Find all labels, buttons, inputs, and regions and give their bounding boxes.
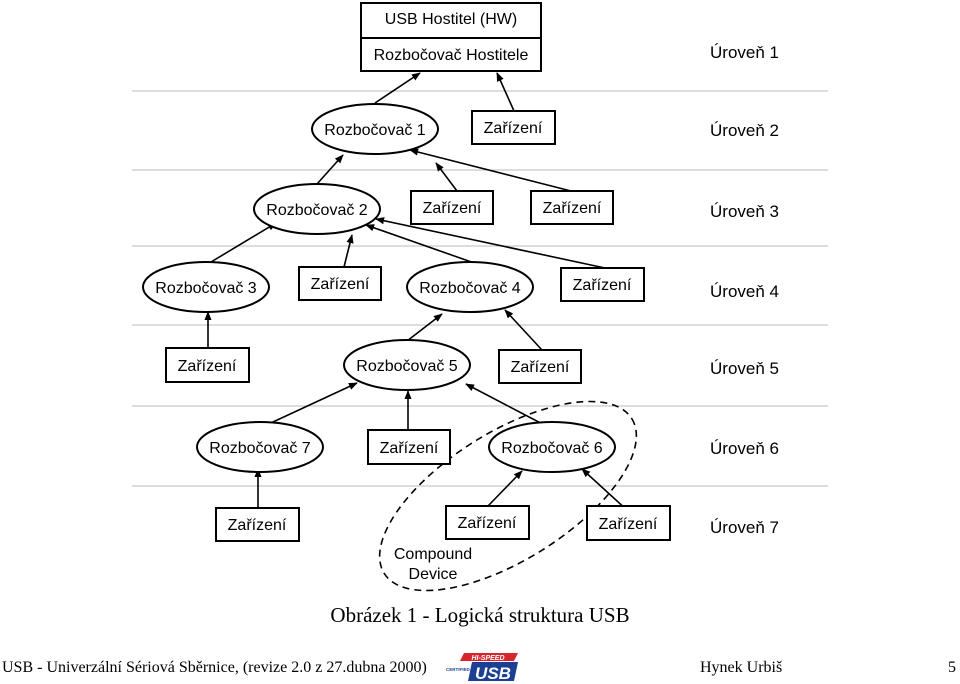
compound-device-outline	[378, 400, 638, 592]
figure-caption: Obrázek 1 - Logická struktura USB	[330, 603, 630, 627]
footer-document-title: USB - Univerzální Sériová Sběrnice, (rev…	[2, 659, 427, 676]
svg-text:Rozbočovač 5: Rozbočovač 5	[356, 358, 457, 375]
svg-text:Rozbočovač 6: Rozbočovač 6	[501, 440, 602, 457]
footer-page-number: 5	[948, 659, 956, 676]
device-l5-a: Zařízení	[165, 347, 250, 383]
logo-hi-speed: HI-SPEED	[471, 655, 504, 662]
level-3-label: Úroveň 3	[710, 202, 779, 221]
level-4-label: Úroveň 4	[710, 282, 779, 301]
logo-certified: CERTIFIED	[446, 667, 471, 672]
host-title: USB Hostitel (HW)	[385, 11, 517, 28]
host-box: USB Hostitel (HW) Rozbočovač Hostitele	[360, 2, 542, 72]
hub-3: Rozbočovač 3	[142, 261, 270, 313]
svg-text:Rozbočovač 2: Rozbočovač 2	[266, 202, 367, 219]
level-5-label: Úroveň 5	[710, 359, 779, 378]
svg-text:Zařízení: Zařízení	[599, 516, 658, 533]
device-l7-a: Zařízení	[215, 507, 300, 542]
usb-topology-diagram: Úroveň 1 Úroveň 2 Úroveň 3 Úroveň 4 Úrov…	[132, 2, 828, 592]
usb-certified-logo: HI-SPEED CERTIFIED USB	[444, 650, 520, 682]
hub-4: Rozbočovač 4	[406, 261, 534, 313]
svg-text:Zařízení: Zařízení	[543, 200, 602, 217]
level-6-label: Úroveň 6	[710, 439, 779, 458]
compound-device-label-2: Device	[409, 566, 458, 583]
level-7-label: Úroveň 7	[710, 518, 779, 537]
level-2-label: Úroveň 2	[710, 121, 779, 140]
svg-text:Zařízení: Zařízení	[228, 517, 287, 534]
device-l7-c: Zařízení	[586, 505, 671, 541]
device-l3-b: Zařízení	[530, 190, 614, 225]
level-1-label: Úroveň 1	[710, 43, 779, 62]
svg-text:Rozbočovač 7: Rozbočovač 7	[209, 440, 310, 457]
compound-device-label-1: Compound	[394, 546, 472, 563]
host-root-hub: Rozbočovač Hostitele	[374, 47, 529, 64]
footer-author: Hynek Urbiš	[700, 659, 783, 676]
svg-text:Rozbočovač 1: Rozbočovač 1	[324, 122, 425, 139]
hub-7: Rozbočovač 7	[196, 421, 324, 473]
level-separators	[132, 90, 828, 487]
device-l4-a: Zařízení	[298, 266, 382, 301]
hub-5: Rozbočovač 5	[343, 339, 471, 391]
svg-text:Zařízení: Zařízení	[573, 277, 632, 294]
device-l2: Zařízení	[471, 110, 556, 145]
svg-text:Zařízení: Zařízení	[178, 358, 237, 375]
svg-text:Zařízení: Zařízení	[423, 200, 482, 217]
hub-1: Rozbočovač 1	[311, 103, 439, 155]
svg-text:Zařízení: Zařízení	[380, 440, 439, 457]
hub-6: Rozbočovač 6	[488, 421, 616, 473]
svg-text:Rozbočovač 3: Rozbočovač 3	[155, 280, 256, 297]
svg-text:Zařízení: Zařízení	[311, 276, 370, 293]
page-footer: USB - Univerzální Sériová Sběrnice, (rev…	[0, 650, 960, 682]
svg-text:Zařízení: Zařízení	[511, 359, 570, 376]
logo-usb: USB	[475, 664, 511, 682]
svg-text:Rozbočovač 4: Rozbočovač 4	[419, 280, 520, 297]
device-l4-b: Zařízení	[560, 267, 645, 302]
connectors	[204, 72, 629, 512]
svg-text:Zařízení: Zařízení	[458, 515, 517, 532]
device-l6: Zařízení	[367, 429, 451, 465]
device-l3-a: Zařízení	[410, 190, 494, 225]
hub-2: Rozbočovač 2	[253, 183, 381, 235]
device-l7-b: Zařízení	[445, 505, 530, 540]
device-l5-b: Zařízení	[498, 349, 582, 384]
svg-text:Zařízení: Zařízení	[484, 120, 543, 137]
